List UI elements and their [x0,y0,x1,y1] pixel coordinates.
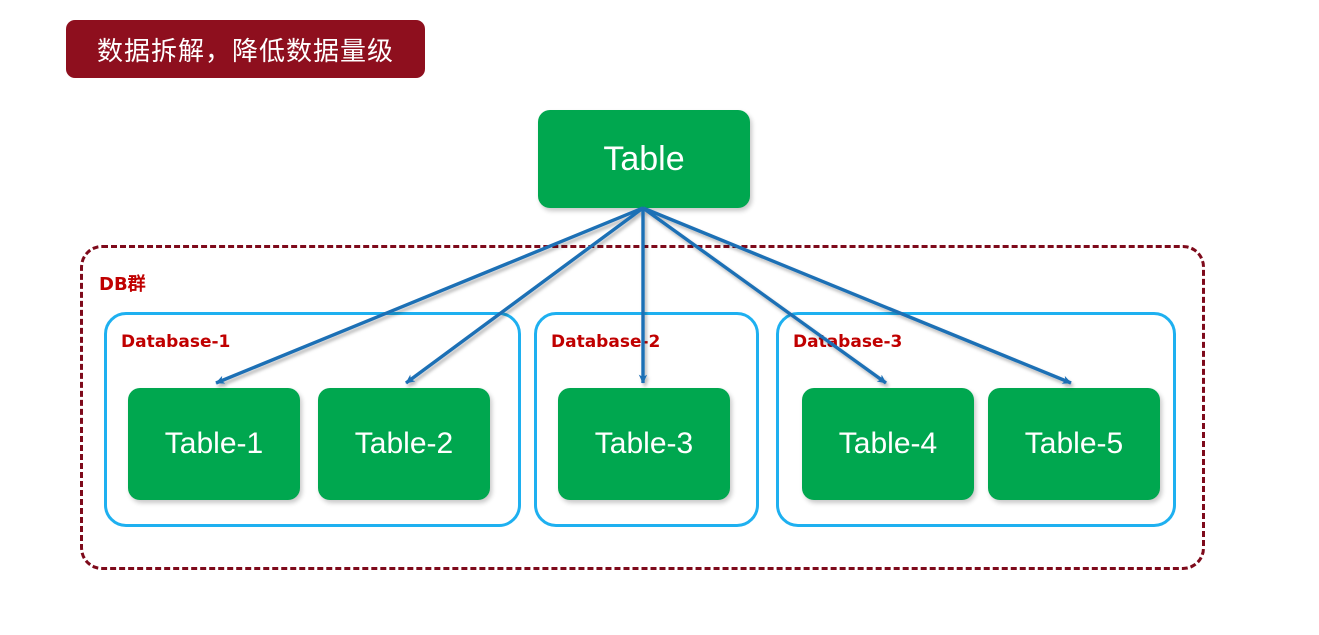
database-label-1: Database-1 [121,332,231,352]
node-table-5-label: Table-5 [1024,427,1124,460]
node-table-2[interactable]: Table-2 [318,388,490,500]
title-text: 数据拆解，降低数据量级 [96,36,394,67]
node-table-1[interactable]: Table-1 [128,388,300,500]
database-label-3: Database-3 [793,332,903,352]
database-label-2: Database-2 [551,332,661,352]
node-table-2-label: Table-2 [354,427,454,460]
db-cluster-label: DB群 [99,274,146,295]
node-table-5[interactable]: Table-5 [988,388,1160,500]
node-table-1-label: Table-1 [164,427,264,460]
title-banner: 数据拆解，降低数据量级 [66,20,425,78]
node-table-3-label: Table-3 [594,427,694,460]
node-table-3[interactable]: Table-3 [558,388,730,500]
node-table-4-label: Table-4 [838,427,938,460]
node-table-4[interactable]: Table-4 [802,388,974,500]
node-root-table[interactable]: Table [538,110,750,208]
node-root-table-label: Table [603,139,685,178]
